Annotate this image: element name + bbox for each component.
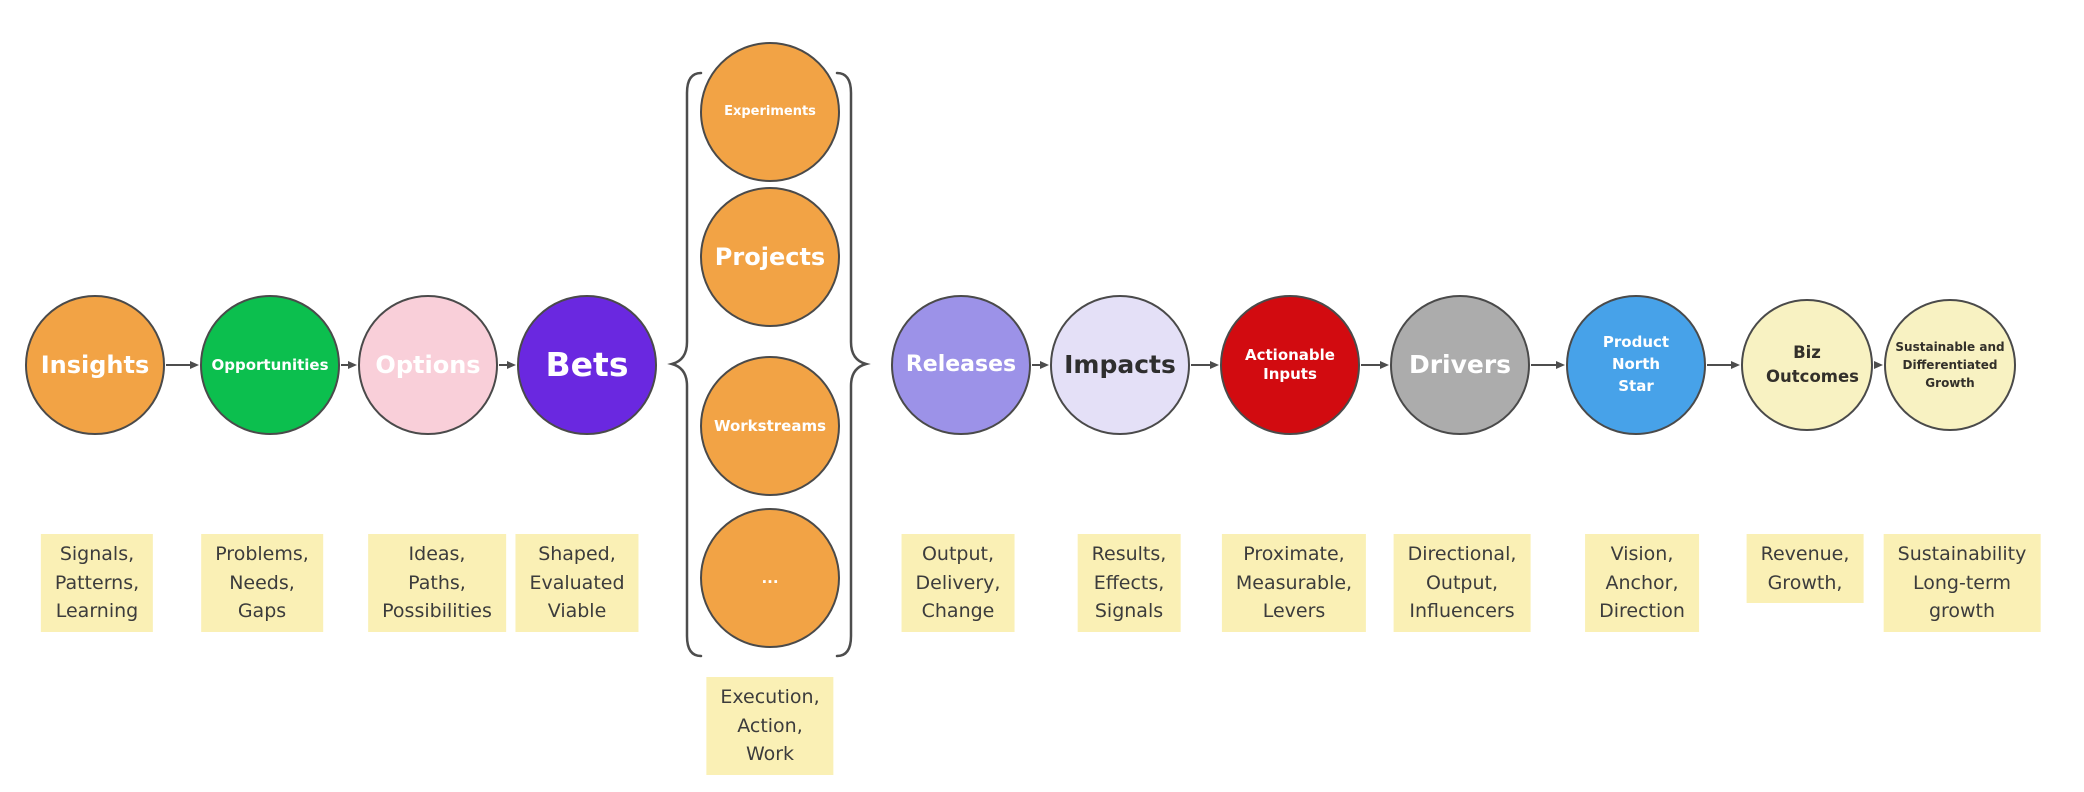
node-options: Options bbox=[358, 295, 498, 435]
right-curly-brace bbox=[835, 71, 871, 658]
node-actionable-inputs-label: Actionable Inputs bbox=[1245, 346, 1335, 383]
node-opportunities: Opportunities bbox=[200, 295, 340, 435]
node-product-north-star: Product North Star bbox=[1566, 295, 1706, 435]
node-impacts: Impacts bbox=[1050, 295, 1190, 435]
node-actionable-inputs: Actionable Inputs bbox=[1220, 295, 1360, 435]
sticky-note-sustainable: Sustainability Long-term growth bbox=[1883, 534, 2041, 632]
node-ellipsis: ... bbox=[700, 508, 840, 648]
node-releases-label: Releases bbox=[905, 352, 1017, 378]
node-bets: Bets bbox=[517, 295, 657, 435]
node-insights-label: Insights bbox=[40, 351, 150, 379]
sticky-note-options: Ideas, Paths, Possibilities bbox=[368, 534, 506, 632]
sticky-note-biz-outcomes: Revenue, Growth, bbox=[1746, 534, 1864, 603]
sticky-note-impacts: Results, Effects, Signals bbox=[1077, 534, 1181, 632]
sticky-note-bets: Shaped, Evaluated Viable bbox=[515, 534, 639, 632]
node-insights: Insights bbox=[25, 295, 165, 435]
sticky-note-north-star: Vision, Anchor, Direction bbox=[1585, 534, 1699, 632]
node-releases: Releases bbox=[891, 295, 1031, 435]
sticky-note-drivers: Directional, Output, Influencers bbox=[1393, 534, 1531, 632]
node-experiments-label: Experiments bbox=[724, 103, 816, 119]
sticky-note-execution: Execution, Action, Work bbox=[706, 677, 834, 775]
sticky-note-insights: Signals, Patterns, Learning bbox=[40, 534, 154, 632]
node-biz-outcomes: Biz Outcomes bbox=[1741, 299, 1873, 431]
node-bets-label: Bets bbox=[545, 345, 629, 385]
sticky-note-releases: Output, Delivery, Change bbox=[901, 534, 1015, 632]
node-drivers-label: Drivers bbox=[1408, 350, 1512, 380]
node-product-north-star-label: Product North Star bbox=[1602, 333, 1670, 395]
node-opportunities-label: Opportunities bbox=[211, 355, 329, 374]
left-curly-brace bbox=[667, 71, 703, 658]
node-sustainable-growth-label: Sustainable and Differentiated Growth bbox=[1895, 340, 2005, 390]
node-impacts-label: Impacts bbox=[1064, 350, 1176, 380]
node-experiments: Experiments bbox=[700, 42, 840, 182]
node-biz-outcomes-label: Biz Outcomes bbox=[1766, 343, 1859, 386]
node-ellipsis-label: ... bbox=[761, 568, 779, 587]
node-options-label: Options bbox=[375, 351, 481, 379]
node-workstreams-label: Workstreams bbox=[713, 416, 827, 435]
node-drivers: Drivers bbox=[1390, 295, 1530, 435]
node-projects-label: Projects bbox=[714, 243, 826, 271]
node-sustainable-growth: Sustainable and Differentiated Growth bbox=[1884, 299, 2016, 431]
sticky-note-opportunities: Problems, Needs, Gaps bbox=[201, 534, 323, 632]
node-projects: Projects bbox=[700, 187, 840, 327]
sticky-note-actionable: Proximate, Measurable, Levers bbox=[1221, 534, 1367, 632]
node-workstreams: Workstreams bbox=[700, 356, 840, 496]
